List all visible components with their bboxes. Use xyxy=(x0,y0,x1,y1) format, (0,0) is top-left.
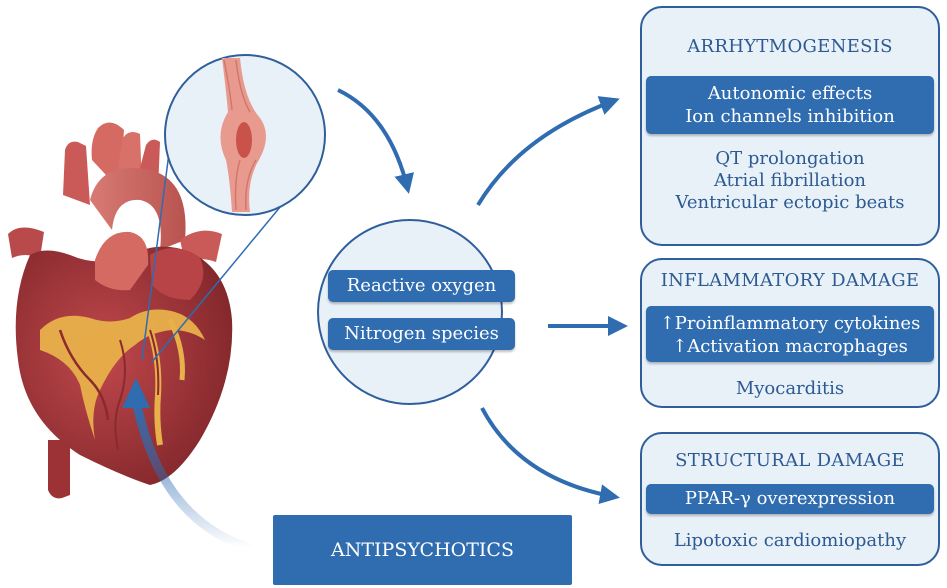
nitrogen-species-label: Nitrogen species xyxy=(344,323,499,344)
antipsychotics-box: ANTIPSYCHOTICS xyxy=(273,515,572,585)
inflammatory-band: ↑Proinflammatory cytokines ↑Activation m… xyxy=(646,306,934,362)
reactive-oxygen-label: Reactive oxygen xyxy=(347,275,496,296)
inflammatory-effects: Myocarditis xyxy=(642,378,938,400)
effect-item: Ventricular ectopic beats xyxy=(642,192,938,214)
arrhythmogenesis-band: Autonomic effects Ion channels inhibitio… xyxy=(646,76,934,134)
center-circle xyxy=(318,220,502,404)
effect-item: Lipotoxic cardiomiopathy xyxy=(642,530,938,552)
inflammatory-damage-title: INFLAMMATORY DAMAGE xyxy=(642,270,938,291)
nitrogen-species-pill: Nitrogen species xyxy=(328,318,515,350)
structural-band: PPAR-γ overexpression xyxy=(646,484,934,514)
arrow-to-arrhythmogenesis xyxy=(478,100,616,205)
arrhythmogenesis-panel: ARRHYTMOGENESIS Autonomic effects Ion ch… xyxy=(640,6,940,246)
arrow-to-structural xyxy=(482,408,616,497)
vessel-zoom-circle xyxy=(165,55,325,215)
band-line: PPAR-γ overexpression xyxy=(646,487,934,510)
band-line: Ion channels inhibition xyxy=(646,105,934,128)
arrow-to-center xyxy=(338,90,408,190)
arrhythmogenesis-title: ARRHYTMOGENESIS xyxy=(642,36,938,57)
structural-effects: Lipotoxic cardiomiopathy xyxy=(642,530,938,552)
structural-damage-panel: STRUCTURAL DAMAGE PPAR-γ overexpression … xyxy=(640,432,940,566)
band-line: Autonomic effects xyxy=(646,82,934,105)
band-line: ↑Activation macrophages xyxy=(646,335,934,358)
arrhythmogenesis-effects: QT prolongation Atrial fibrillation Vent… xyxy=(642,148,938,214)
effect-item: Atrial fibrillation xyxy=(642,170,938,192)
reactive-oxygen-pill: Reactive oxygen xyxy=(328,270,515,302)
antipsychotics-label: ANTIPSYCHOTICS xyxy=(331,539,514,561)
structural-damage-title: STRUCTURAL DAMAGE xyxy=(642,450,938,471)
effect-item: QT prolongation xyxy=(642,148,938,170)
band-line: ↑Proinflammatory cytokines xyxy=(646,312,934,335)
effect-item: Myocarditis xyxy=(642,378,938,400)
inflammatory-damage-panel: INFLAMMATORY DAMAGE ↑Proinflammatory cyt… xyxy=(640,258,940,408)
